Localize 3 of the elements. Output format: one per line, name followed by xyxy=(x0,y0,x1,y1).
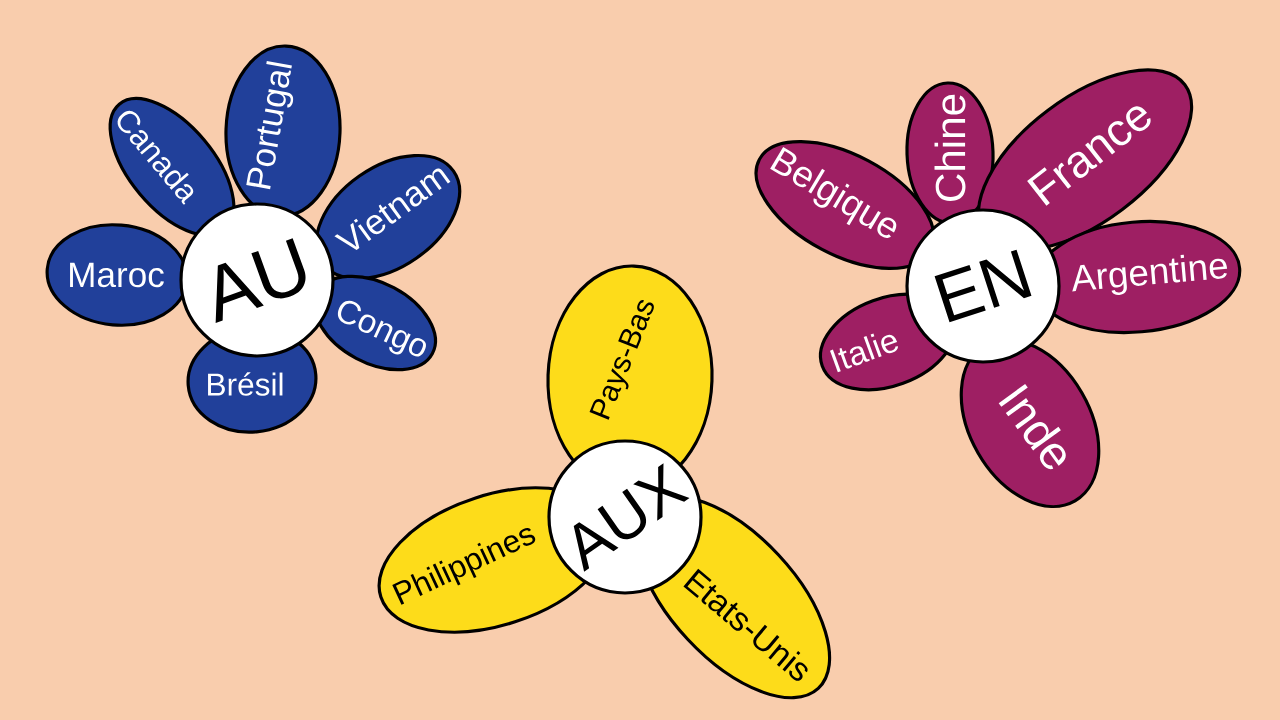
flower-center: EN xyxy=(905,208,1061,364)
petal: Maroc xyxy=(45,223,189,327)
petal: Portugal xyxy=(224,44,342,218)
